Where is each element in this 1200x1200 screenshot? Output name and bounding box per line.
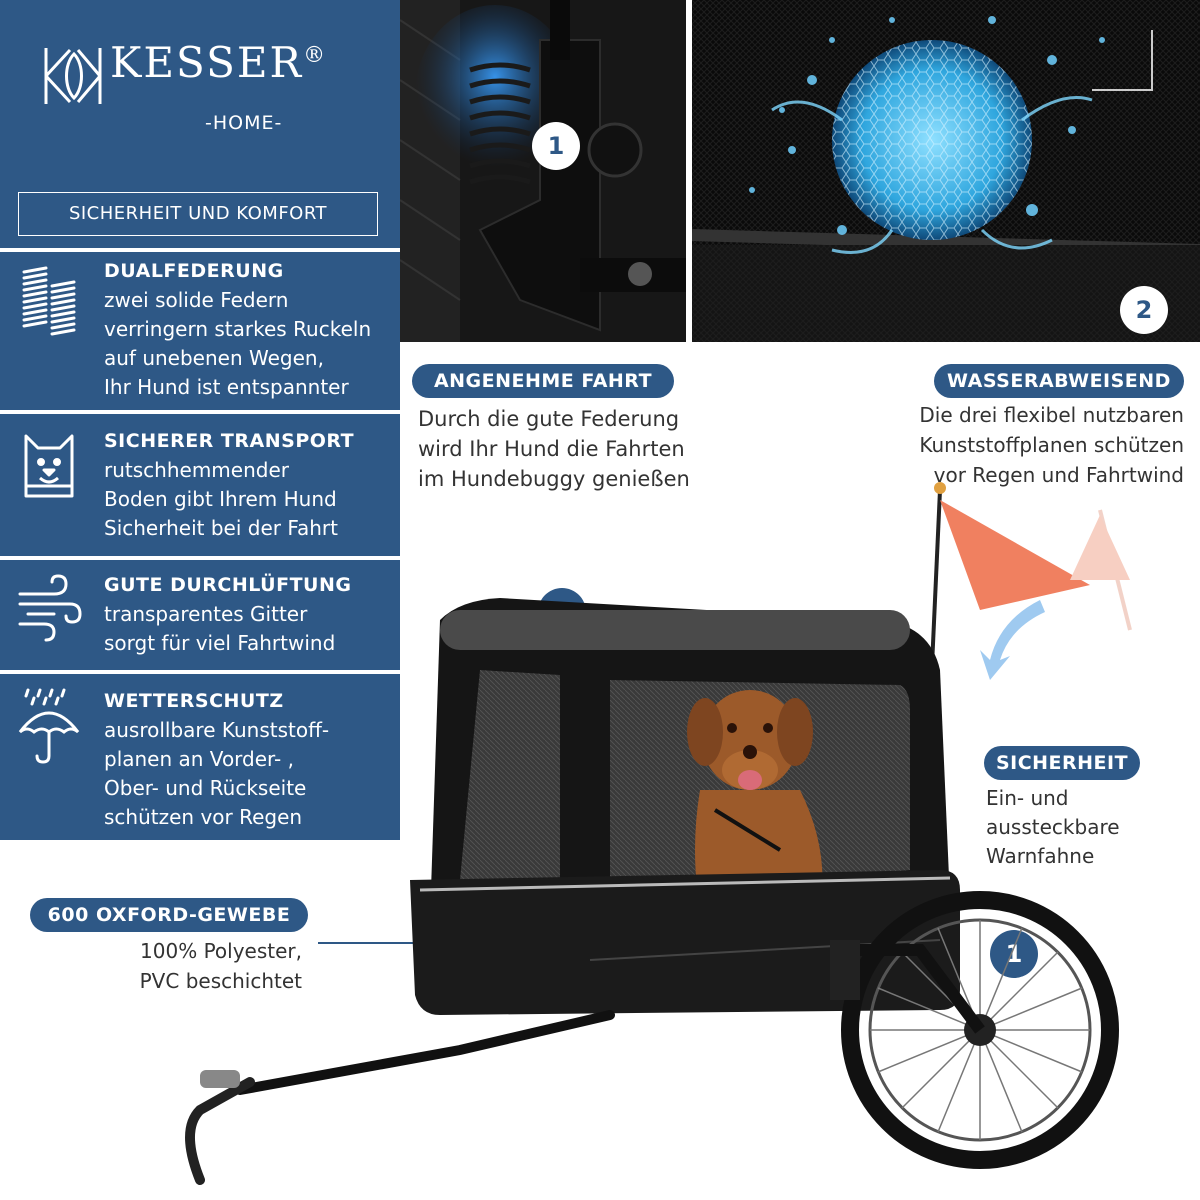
- feature-panel: [0, 0, 400, 840]
- suspension-photo: [400, 0, 686, 342]
- callout-fahrt-title: ANGENEHME FAHRT: [412, 364, 674, 398]
- divider: [0, 248, 400, 252]
- suspension-illustration: [400, 0, 686, 342]
- feature-title: GUTE DURCHLÜFTUNG: [104, 574, 352, 596]
- feature-title: WETTERSCHUTZ: [104, 690, 284, 712]
- marker-two: 2: [1120, 286, 1168, 334]
- callout-sicherheit-title: SICHERHEIT: [984, 746, 1140, 780]
- kesser-logo-icon: [44, 48, 102, 104]
- feature-title: SICHERER TRANSPORT: [104, 430, 355, 452]
- umbrella-rain-icon: [18, 688, 80, 764]
- spring-icon: [22, 266, 76, 336]
- water-photo: [692, 0, 1200, 342]
- wind-icon: [18, 574, 82, 642]
- marker-one: 1: [532, 122, 580, 170]
- dog-trailer-illustration: [185, 482, 1132, 1185]
- brand-name: KESSER®: [110, 38, 328, 87]
- callout-oxford-title: 600 OXFORD-GEWEBE: [30, 898, 308, 932]
- header-box-border: [18, 192, 378, 236]
- callout-oxford-text: 100% Polyester,PVC beschichtet: [139, 939, 302, 993]
- feature-title: DUALFEDERUNG: [104, 260, 284, 282]
- divider: [0, 556, 400, 560]
- dog-box-icon: [24, 434, 74, 498]
- marker-one-bottom: 1: [990, 930, 1038, 978]
- oxford-leader-line: [318, 942, 426, 944]
- divider: [0, 410, 400, 414]
- callout-wasser-title: WASSERABWEISEND: [934, 364, 1184, 398]
- brand-sub: -HOME-: [205, 112, 283, 134]
- feature-text: ausrollbare Kunststoff-planen an Vorder-…: [104, 718, 330, 829]
- water-mesh-illustration: [692, 0, 1200, 342]
- header-box-label: SICHERHEIT UND KOMFORT: [68, 203, 328, 224]
- divider: [0, 670, 400, 674]
